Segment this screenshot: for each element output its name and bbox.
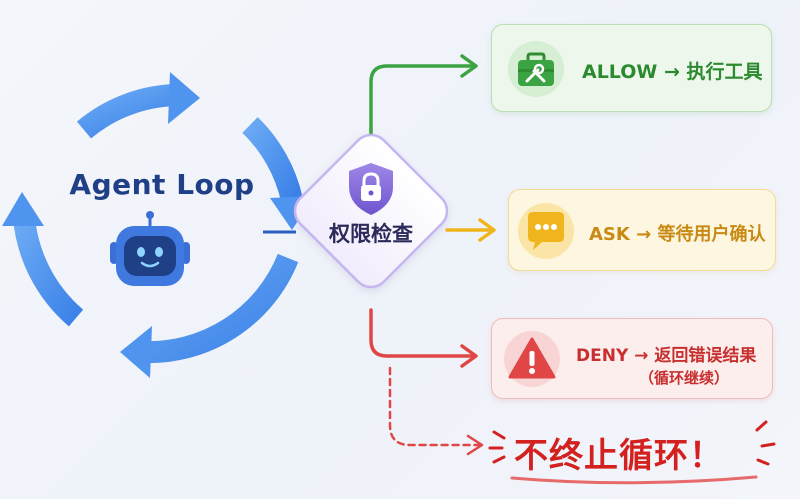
ask-connector bbox=[445, 218, 496, 242]
continue-loop-arrowhead bbox=[466, 434, 484, 456]
loop-arrow-right bbox=[242, 117, 303, 203]
continue-loop-dashed-connector bbox=[388, 366, 482, 447]
loop-title: Agent Loop bbox=[69, 168, 255, 201]
allow-card: ALLOW → 执行工具 bbox=[491, 24, 772, 112]
shield-lock-icon bbox=[349, 163, 393, 215]
deny-sublabel: （循环继续） bbox=[639, 369, 730, 387]
deny-connector bbox=[369, 308, 478, 368]
toolbox-icon bbox=[508, 41, 564, 101]
deny-card: DENY → 返回错误结果 （循环继续） bbox=[491, 318, 773, 399]
loop-arrowhead-bottom bbox=[120, 326, 152, 378]
loop-arrowhead-left bbox=[2, 192, 44, 226]
permission-check-label: 权限检查 bbox=[329, 222, 413, 246]
warning-text: 不终止循环！ bbox=[514, 436, 724, 476]
loop-arrow-top bbox=[76, 84, 177, 139]
allow-connector bbox=[369, 54, 478, 145]
allow-label: ALLOW → 执行工具 bbox=[582, 61, 763, 83]
ask-label: ASK → 等待用户确认 bbox=[589, 224, 766, 245]
loop-arrowhead-top bbox=[168, 72, 200, 124]
emphasis-marks bbox=[488, 420, 776, 466]
deny-label: DENY → 返回错误结果 bbox=[576, 346, 757, 366]
loop-arrow-left bbox=[13, 216, 84, 327]
loop-ring bbox=[13, 84, 303, 364]
robot-icon bbox=[110, 211, 190, 286]
loop-arrow-bottom-right bbox=[141, 253, 299, 364]
warning-triangle-icon bbox=[504, 331, 560, 391]
warning-underline bbox=[510, 475, 758, 485]
chat-bubble-icon bbox=[518, 203, 574, 263]
ask-card: ASK → 等待用户确认 bbox=[508, 189, 776, 271]
loop-arrowheads bbox=[2, 72, 314, 378]
